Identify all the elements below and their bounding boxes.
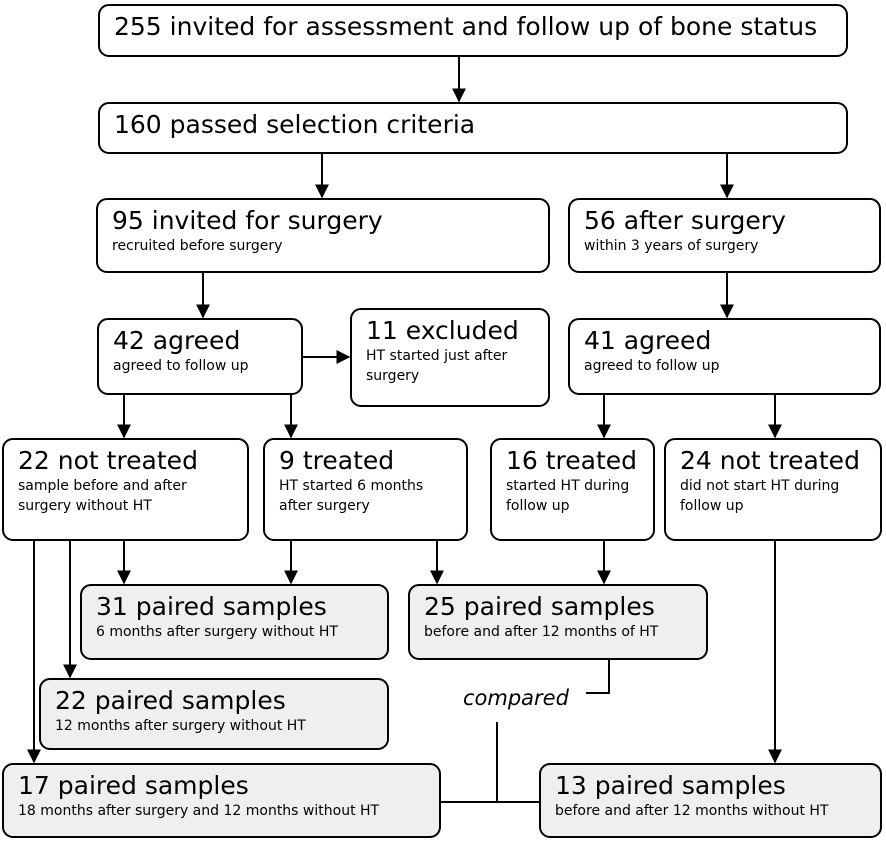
box-surgery-invited-subtitle: recruited before surgery	[112, 238, 283, 254]
box-agreed-right-title: 41 agreed	[584, 326, 712, 355]
box-paired-22-title: 22 paired samples	[55, 686, 286, 715]
box-paired-25-subtitle: before and after 12 months of HT	[424, 624, 659, 640]
box-paired-25: 25 paired samples before and after 12 mo…	[408, 584, 708, 660]
box-passed: 160 passed selection criteria	[98, 102, 848, 154]
box-agreed-right-subtitle: agreed to follow up	[584, 358, 720, 374]
box-not-treated-right-subtitle: did not start HT during follow up	[680, 478, 840, 514]
box-treated-16-subtitle: started HT during follow up	[506, 478, 630, 514]
box-not-treated-right: 24 not treated did not start HT during f…	[664, 438, 882, 541]
box-surgery-invited: 95 invited for surgery recruited before …	[96, 198, 550, 273]
box-paired-31-title: 31 paired samples	[96, 592, 327, 621]
box-invited-title: 255 invited for assessment and follow up…	[114, 12, 818, 41]
box-agreed-left-title: 42 agreed	[113, 326, 241, 355]
box-after-surgery-title: 56 after surgery	[584, 206, 786, 235]
box-treated-9-subtitle: HT started 6 months after surgery	[279, 478, 424, 514]
box-treated-9-title: 9 treated	[279, 446, 395, 475]
box-treated-9: 9 treated HT started 6 months after surg…	[263, 438, 468, 541]
box-agreed-right: 41 agreed agreed to follow up	[568, 318, 881, 395]
box-not-treated-left-subtitle: sample before and after surgery without …	[18, 478, 187, 514]
box-excluded-subtitle: HT started just after surgery	[366, 348, 508, 384]
box-excluded-title: 11 excluded	[366, 316, 519, 345]
box-not-treated-right-title: 24 not treated	[680, 446, 860, 475]
box-agreed-left-subtitle: agreed to follow up	[113, 358, 249, 374]
box-paired-31: 31 paired samples 6 months after surgery…	[80, 584, 389, 660]
box-agreed-left: 42 agreed agreed to follow up	[97, 318, 303, 395]
box-paired-22: 22 paired samples 12 months after surger…	[39, 678, 389, 750]
box-paired-25-title: 25 paired samples	[424, 592, 655, 621]
box-invited: 255 invited for assessment and follow up…	[98, 4, 848, 57]
box-passed-title: 160 passed selection criteria	[114, 110, 476, 139]
box-after-surgery: 56 after surgery within 3 years of surge…	[568, 198, 881, 273]
box-not-treated-left-title: 22 not treated	[18, 446, 198, 475]
box-paired-13: 13 paired samples before and after 12 mo…	[539, 763, 882, 838]
box-paired-13-subtitle: before and after 12 months without HT	[555, 803, 829, 819]
box-paired-31-subtitle: 6 months after surgery without HT	[96, 624, 338, 640]
box-paired-13-title: 13 paired samples	[555, 771, 786, 800]
box-excluded: 11 excluded HT started just after surger…	[350, 308, 550, 407]
box-paired-17-title: 17 paired samples	[18, 771, 249, 800]
box-paired-22-subtitle: 12 months after surgery without HT	[55, 718, 306, 734]
box-treated-16-title: 16 treated	[506, 446, 638, 475]
box-paired-17: 17 paired samples 18 months after surger…	[2, 763, 441, 838]
box-surgery-invited-title: 95 invited for surgery	[112, 206, 383, 235]
box-after-surgery-subtitle: within 3 years of surgery	[584, 238, 759, 254]
compared-bracket	[586, 660, 610, 694]
box-paired-17-subtitle: 18 months after surgery and 12 months wi…	[18, 803, 380, 819]
box-not-treated-left: 22 not treated sample before and after s…	[2, 438, 249, 541]
compared-label: compared	[463, 686, 569, 710]
box-treated-16: 16 treated started HT during follow up	[490, 438, 655, 541]
